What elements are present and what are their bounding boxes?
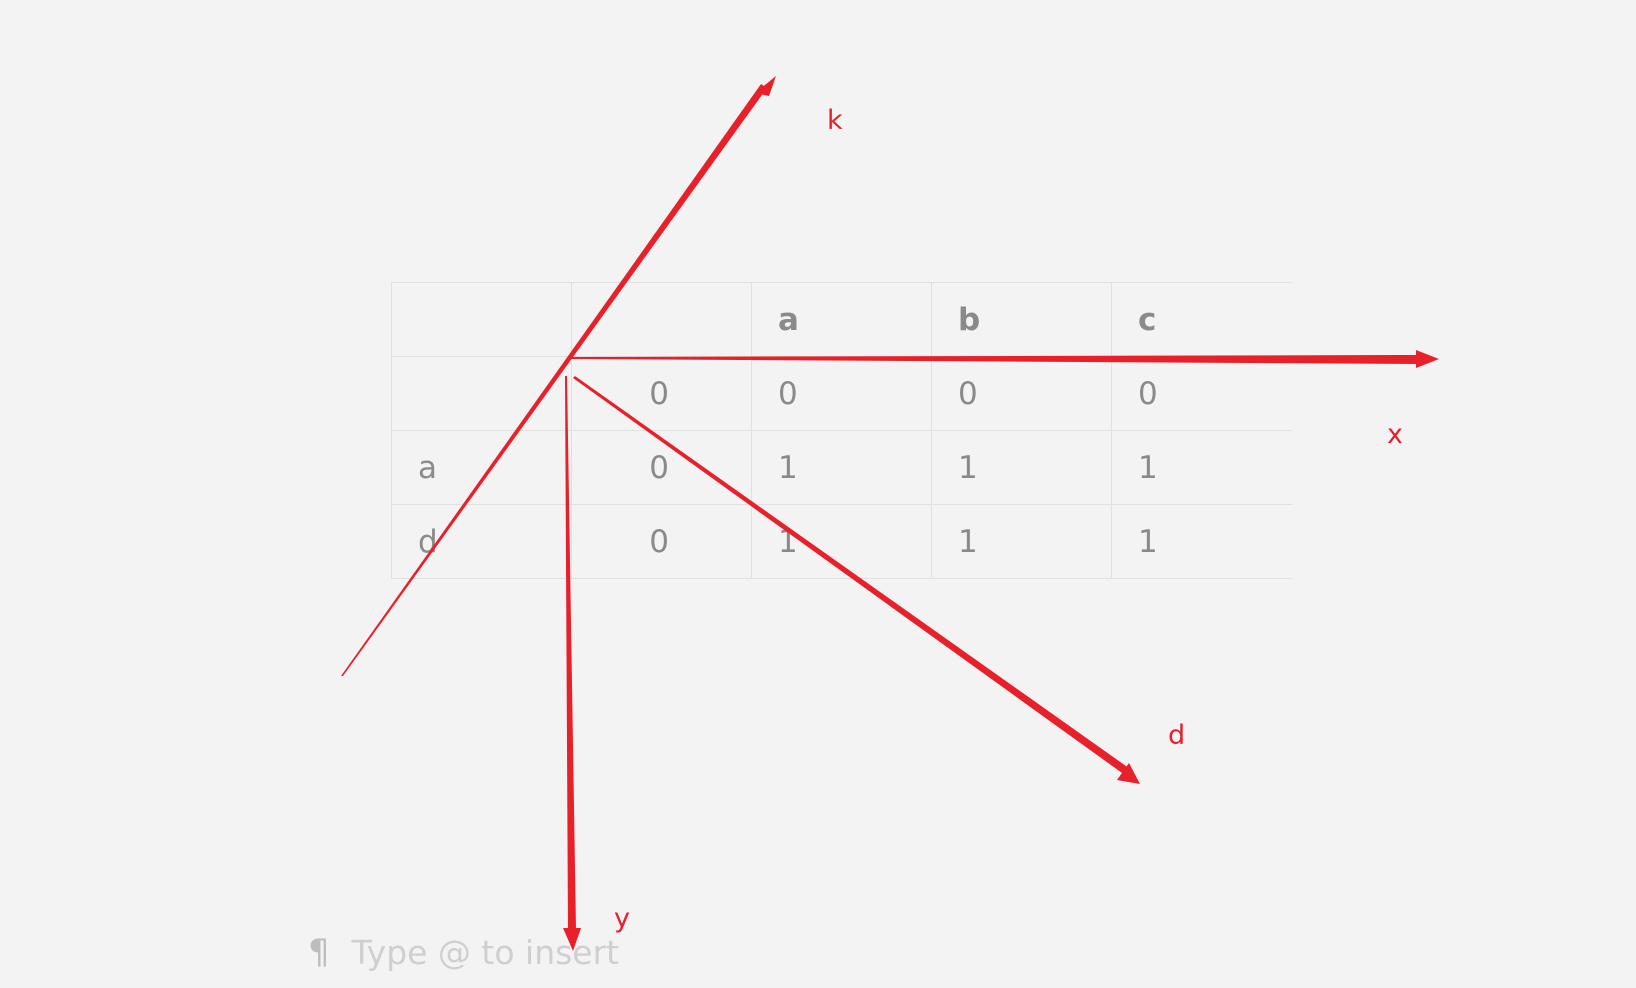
table-header-cell: c [1111, 282, 1292, 357]
editor-placeholder[interactable]: Type @ to insert [351, 932, 620, 972]
table-cell: 1 [1111, 504, 1292, 579]
d-label: d [1168, 720, 1186, 751]
dp-table: a b c 0 0 0 0 a 0 1 1 1 d 0 1 1 1 [391, 282, 1292, 579]
table-header-cell [571, 282, 752, 357]
table-cell: a [391, 430, 572, 505]
k-arrowhead [755, 76, 776, 96]
table-cell: 0 [1111, 356, 1292, 431]
table-header-cell [391, 282, 572, 357]
table-cell: 1 [751, 504, 932, 579]
x-label: x [1387, 419, 1403, 450]
table-header-row: a b c [391, 282, 1292, 357]
table-header-cell: a [751, 282, 932, 357]
k-label: k [827, 105, 843, 136]
table-cell: 0 [931, 356, 1112, 431]
table-cell: 0 [751, 356, 932, 431]
table-cell: 1 [931, 504, 1112, 579]
y-label: y [614, 903, 630, 934]
editor-placeholder-row[interactable]: ¶ Type @ to insert [308, 932, 619, 972]
table-cell: 1 [931, 430, 1112, 505]
paragraph-icon[interactable]: ¶ [308, 932, 330, 972]
table-row: d 0 1 1 1 [391, 504, 1292, 579]
table-cell: 0 [571, 504, 752, 579]
table-cell: 0 [571, 356, 752, 431]
table-cell: 1 [751, 430, 932, 505]
d-arrowhead [1117, 763, 1140, 784]
table-cell: d [391, 504, 572, 579]
table-header-cell: b [931, 282, 1112, 357]
table-row: 0 0 0 0 [391, 356, 1292, 431]
table-cell: 1 [1111, 430, 1292, 505]
x-arrowhead [1416, 350, 1439, 368]
table-row: a 0 1 1 1 [391, 430, 1292, 505]
table-cell: 0 [571, 430, 752, 505]
table-cell [391, 356, 572, 431]
